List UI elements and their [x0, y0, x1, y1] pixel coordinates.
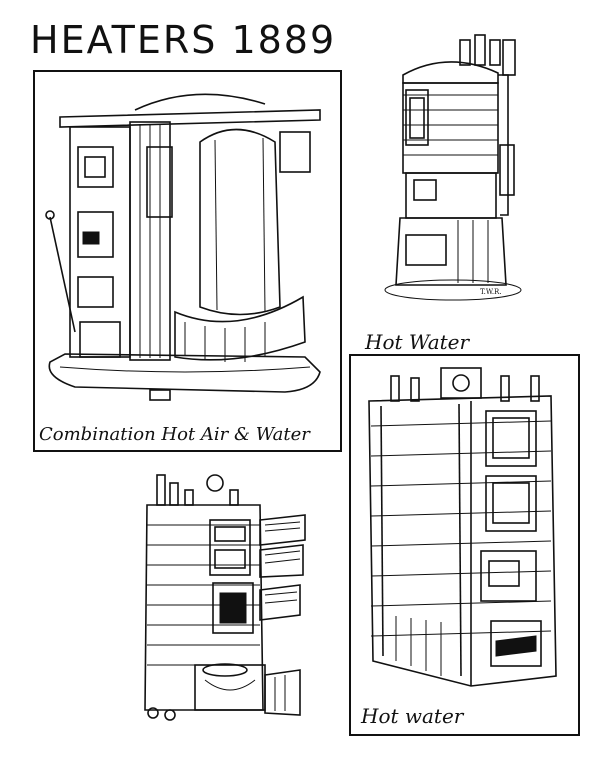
- caption-combination: Combination Hot Air & Water: [39, 424, 310, 445]
- caption-hot-water-round: Hot Water: [365, 330, 470, 354]
- heater-drawing-icon: [368, 367, 557, 687]
- illustration-panel-combination: Combination Hot Air & Water: [33, 70, 342, 452]
- heater-drawing-icon: [384, 34, 522, 301]
- signature: T.W.R.: [480, 288, 502, 296]
- illustration-sectional-boiler: [135, 465, 315, 735]
- page-title: HEATERS 1889: [30, 18, 337, 62]
- caption-hot-water-tall: Hot water: [361, 704, 464, 728]
- heater-drawing-icon: [144, 474, 306, 721]
- illustration-hot-water-round: T.W.R.: [378, 34, 528, 305]
- heater-drawing-icon: [45, 93, 321, 401]
- illustration-panel-hot-water-tall: Hot water: [349, 354, 580, 736]
